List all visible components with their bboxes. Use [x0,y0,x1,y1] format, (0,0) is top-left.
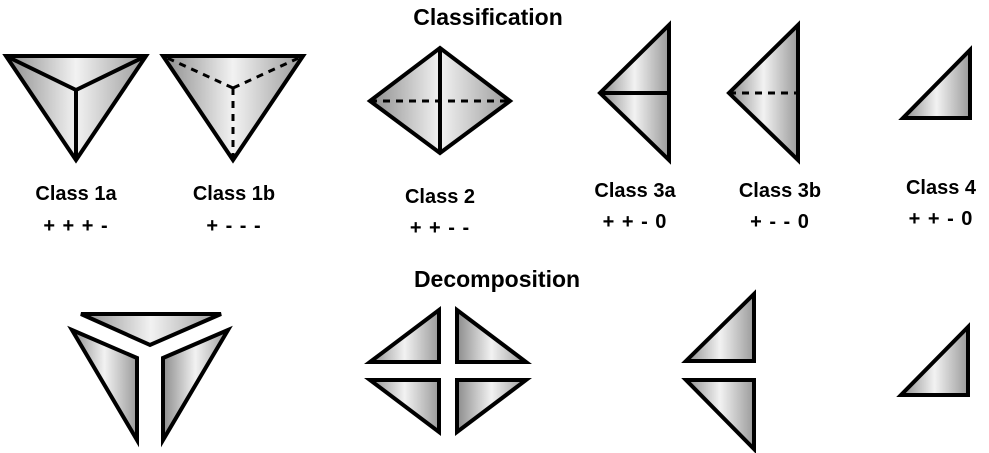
class-3b-label: Class 3b [739,180,821,202]
class-1a-label: Class 1a [35,183,117,205]
decomposition-heading: Decomposition [414,266,580,292]
class-4-signs: + + - 0 [909,208,974,230]
class-3a-label: Class 3a [594,180,676,202]
class-4-label: Class 4 [906,177,977,199]
decomposition-class-3 [681,289,756,453]
classification-heading: Classification [413,4,563,30]
class-1a-signs: + + + - [43,215,108,237]
class-3b-signs: + - - 0 [750,211,810,233]
class-2-shape [366,45,514,156]
class-2-label: Class 2 [405,186,475,208]
decomposition-class-1 [67,312,233,448]
class-3b-shape [726,20,800,165]
class-1b-shape [159,54,307,164]
class-1b-label: Class 1b [193,183,275,205]
class-1a-shape [2,54,150,164]
class-3a-shape [597,20,671,165]
class-4-shape [898,45,972,120]
class-1b-signs: + - - - [206,215,261,237]
class-3a-signs: + + - 0 [603,211,668,233]
decomposition-class-4 [896,322,970,397]
class-2-signs: + + - - [410,217,470,239]
decomposition-class-2 [364,305,532,437]
